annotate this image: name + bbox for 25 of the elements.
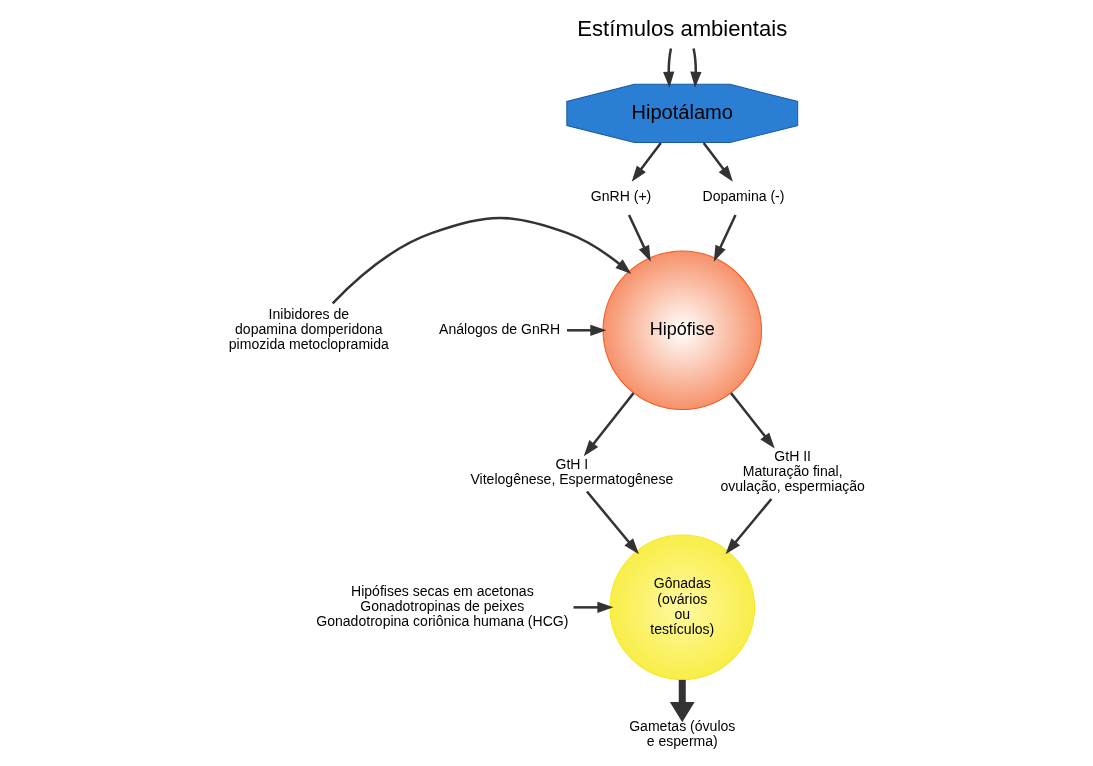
node-text: Estímulos ambientais	[577, 15, 788, 41]
node-text: GtH II Maturação final, ovulação, espermiação	[720, 448, 865, 495]
arrow	[713, 214, 737, 262]
node-text: Gametas (óvulos e esperma)	[629, 718, 736, 750]
arrow	[627, 214, 651, 262]
node-text: GnRH (+)	[590, 187, 652, 204]
arrow	[631, 142, 662, 182]
node-circle: Hipófise	[602, 250, 763, 411]
arrow	[583, 392, 635, 457]
node-text: Análogos de GnRH	[439, 321, 561, 338]
arrow	[331, 216, 632, 305]
arrow	[725, 498, 773, 555]
arrow	[702, 142, 733, 182]
node-text: Hipófises secas em acetonas Gonadotropinas de peixes Gonadotropina coriônica humana (HCG)	[316, 583, 569, 630]
arrow	[669, 679, 695, 723]
node-text: GtH I Vitelogênese, Espermatogênese	[470, 455, 674, 487]
node-circle: Gônadas (ovários ou testículos)	[609, 534, 756, 681]
arrow	[573, 601, 614, 613]
arrow	[730, 392, 775, 449]
arrow	[567, 324, 607, 336]
node-text: Dopamina (-)	[702, 187, 785, 204]
arrow	[586, 490, 639, 555]
arrow	[663, 48, 675, 88]
arrow	[690, 48, 702, 88]
node-text: Inibidores de dopamina domperidona pimozida metoclopramida	[228, 305, 389, 353]
